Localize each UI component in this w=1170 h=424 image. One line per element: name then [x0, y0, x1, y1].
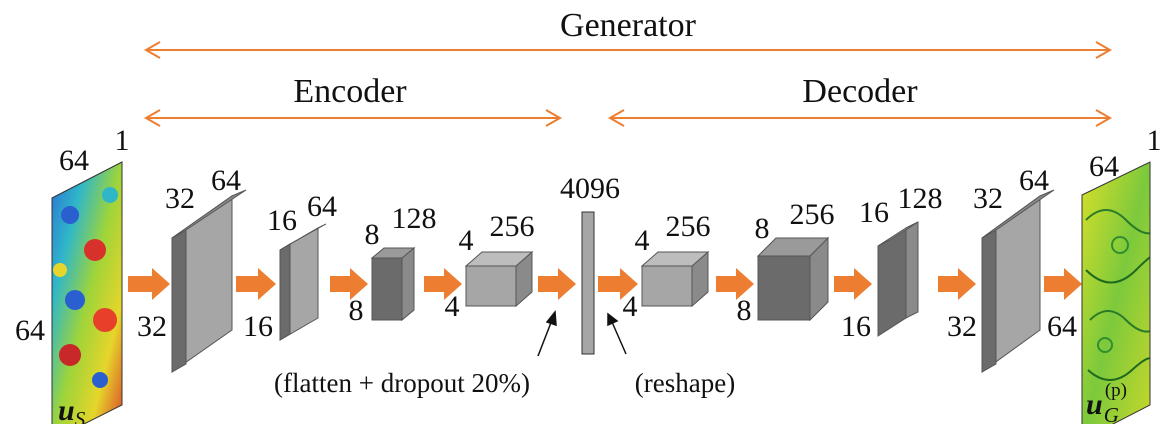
flatten-size-label: 4096	[560, 172, 620, 205]
output-dim-depth: 1	[1147, 124, 1162, 157]
encoder-bracket	[143, 109, 563, 127]
dec3-dim-width: 16	[841, 310, 871, 343]
encoder-block-1	[171, 189, 247, 373]
enc2-dim-height: 16	[267, 204, 297, 237]
output-symbol: uG(p)	[1086, 380, 1127, 424]
decoder-block-4	[981, 189, 1055, 373]
flow-arrow	[938, 268, 976, 300]
generator-title: Generator	[560, 7, 697, 44]
enc4-dim-width: 4	[445, 290, 460, 323]
dec4-dim-width: 32	[947, 310, 977, 343]
flow-arrow	[128, 268, 170, 300]
dec2-dim-depth: 256	[790, 198, 835, 231]
enc1-dim-width: 32	[137, 310, 167, 343]
enc4-dim-height: 4	[459, 224, 474, 257]
input-dim-side: 64	[15, 314, 45, 347]
dec4-dim-depth: 64	[1019, 164, 1049, 197]
flow-arrows	[128, 268, 1082, 300]
enc2-dim-width: 16	[243, 310, 273, 343]
flow-arrow	[1044, 268, 1082, 300]
reshape-note: (reshape)	[635, 368, 735, 398]
input-symbol: uS	[58, 394, 86, 424]
flow-arrow	[330, 268, 368, 300]
decoder-block-3	[877, 221, 919, 337]
dec1-dim-depth: 256	[666, 210, 711, 243]
enc4-dim-depth: 256	[490, 210, 535, 243]
encoder-block-3	[370, 246, 416, 322]
input-dim-depth: 1	[115, 124, 130, 157]
encoder-label: Encoder	[293, 73, 407, 110]
enc1-dim-depth: 64	[211, 164, 241, 197]
flatten-note: (flatten + dropout 20%)	[274, 368, 530, 398]
enc1-dim-height: 32	[165, 182, 195, 215]
flow-arrow	[598, 268, 638, 300]
dec2-dim-height: 8	[755, 212, 770, 245]
flow-arrow	[834, 268, 872, 300]
output-dim-top: 64	[1089, 150, 1119, 183]
flow-arrow	[424, 268, 462, 300]
flow-arrow	[538, 268, 576, 300]
enc2-dim-depth: 64	[307, 190, 337, 223]
generator-bracket	[143, 41, 1113, 59]
decoder-block-1	[640, 250, 710, 308]
encoder-block-4	[464, 250, 534, 308]
flatten-vector-bar	[581, 211, 595, 355]
dec4-dim-height: 32	[973, 182, 1003, 215]
reshape-pointer-arrow	[607, 312, 627, 355]
encoder-block-2	[279, 223, 327, 341]
dec2-dim-width: 8	[737, 294, 752, 327]
input-dim-top: 64	[59, 144, 89, 177]
enc3-dim-width: 8	[349, 294, 364, 327]
output-dim-side: 64	[1047, 310, 1077, 343]
dec3-dim-depth: 128	[898, 182, 943, 215]
dec1-dim-height: 4	[635, 224, 650, 257]
flatten-pointer-arrow	[537, 310, 557, 357]
enc3-dim-depth: 128	[392, 202, 437, 235]
flow-arrow	[716, 268, 754, 300]
flow-arrow	[236, 268, 276, 300]
dec1-dim-width: 4	[623, 290, 638, 323]
decoder-bracket	[607, 109, 1113, 127]
decoder-block-2	[756, 236, 830, 322]
input-field-image	[51, 161, 123, 424]
dec3-dim-height: 16	[859, 196, 889, 229]
enc3-dim-height: 8	[365, 218, 380, 251]
output-field-image	[1081, 161, 1151, 424]
decoder-label: Decoder	[802, 73, 918, 110]
